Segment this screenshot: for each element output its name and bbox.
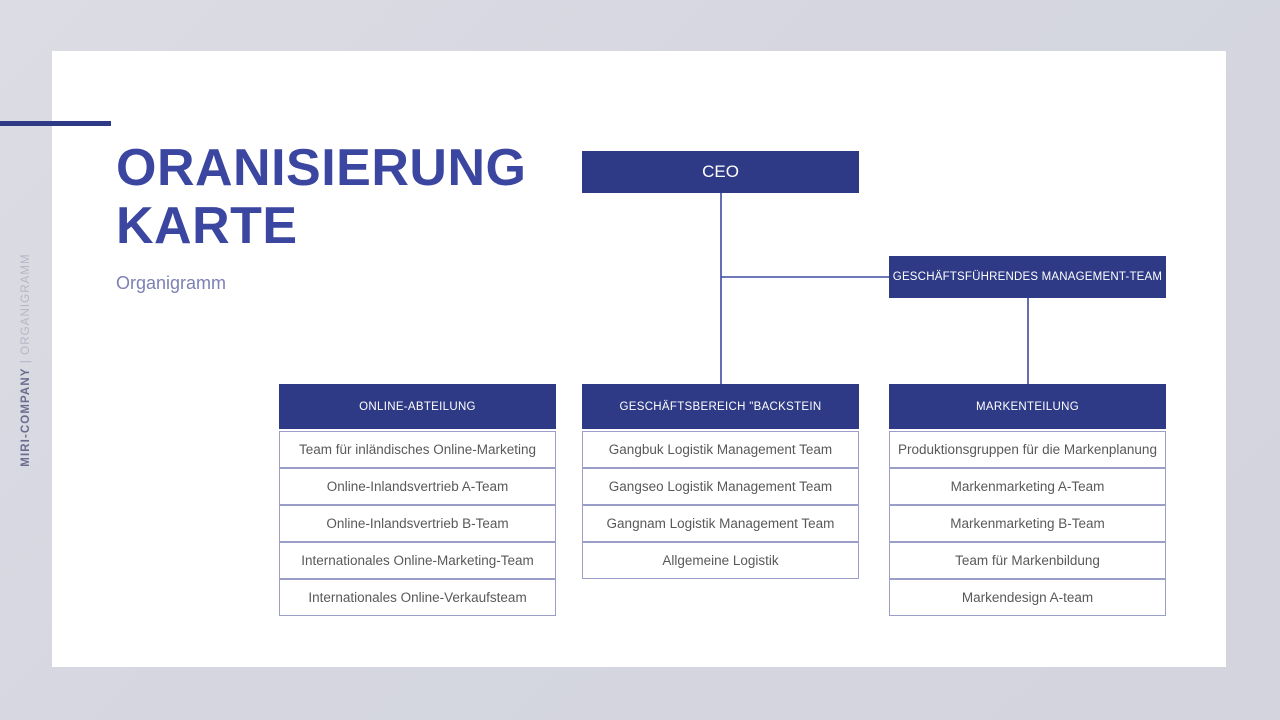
list-item[interactable]: Allgemeine Logistik [582, 542, 859, 579]
department-brand: MARKENTEILUNG Produktionsgruppen für die… [889, 384, 1166, 616]
list-item[interactable]: Internationales Online-Marketing-Team [279, 542, 556, 579]
list-item[interactable]: Gangnam Logistik Management Team [582, 505, 859, 542]
node-management-team-label: GESCHÄFTSFÜHRENDES MANAGEMENT-TEAM [892, 271, 1163, 283]
list-item[interactable]: Markenmarketing A-Team [889, 468, 1166, 505]
department-online-list: Team für inländisches Online-Marketing O… [279, 431, 556, 616]
page-title-line-1: ORANISIERUNG [116, 139, 527, 197]
side-label-section: ORGANIGRAMM [20, 253, 32, 355]
side-label-text: MIRI-COMPANY | ORGANIGRAMM [20, 253, 32, 466]
org-chart: CEO GESCHÄFTSFÜHRENDES MANAGEMENT-TEAM O… [52, 51, 1226, 667]
department-brick-list: Gangbuk Logistik Management Team Gangseo… [582, 431, 859, 579]
title-block: ORANISIERUNG KARTE Organigramm [116, 139, 586, 294]
department-brick: GESCHÄFTSBEREICH "BACKSTEIN Gangbuk Logi… [582, 384, 859, 579]
list-item[interactable]: Markendesign A-team [889, 579, 1166, 616]
side-label: MIRI-COMPANY | ORGANIGRAMM [0, 0, 52, 720]
slide-canvas: ORANISIERUNG KARTE Organigramm CEO GESCH… [52, 51, 1226, 667]
list-item[interactable]: Gangbuk Logistik Management Team [582, 431, 859, 468]
list-item[interactable]: Team für inländisches Online-Marketing [279, 431, 556, 468]
list-item[interactable]: Markenmarketing B-Team [889, 505, 1166, 542]
list-item[interactable]: Internationales Online-Verkaufsteam [279, 579, 556, 616]
list-item[interactable]: Online-Inlandsvertrieb A-Team [279, 468, 556, 505]
page-title-line-2: KARTE [116, 197, 298, 255]
node-ceo-label: CEO [702, 162, 739, 181]
department-brand-header[interactable]: MARKENTEILUNG [889, 384, 1166, 429]
department-brick-header[interactable]: GESCHÄFTSBEREICH "BACKSTEIN [582, 384, 859, 429]
list-item[interactable]: Gangseo Logistik Management Team [582, 468, 859, 505]
department-online-header[interactable]: ONLINE-ABTEILUNG [279, 384, 556, 429]
accent-bar [0, 121, 111, 126]
node-ceo[interactable]: CEO [582, 151, 859, 193]
list-item[interactable]: Produktionsgruppen für die Markenplanung [889, 431, 1166, 468]
list-item[interactable]: Online-Inlandsvertrieb B-Team [279, 505, 556, 542]
side-label-company: MIRI-COMPANY [20, 367, 32, 467]
list-item[interactable]: Team für Markenbildung [889, 542, 1166, 579]
side-label-separator: | [20, 359, 32, 364]
department-online: ONLINE-ABTEILUNG Team für inländisches O… [279, 384, 556, 616]
department-brand-list: Produktionsgruppen für die Markenplanung… [889, 431, 1166, 616]
node-management-team[interactable]: GESCHÄFTSFÜHRENDES MANAGEMENT-TEAM [889, 256, 1166, 298]
page-subtitle: Organigramm [116, 273, 227, 293]
